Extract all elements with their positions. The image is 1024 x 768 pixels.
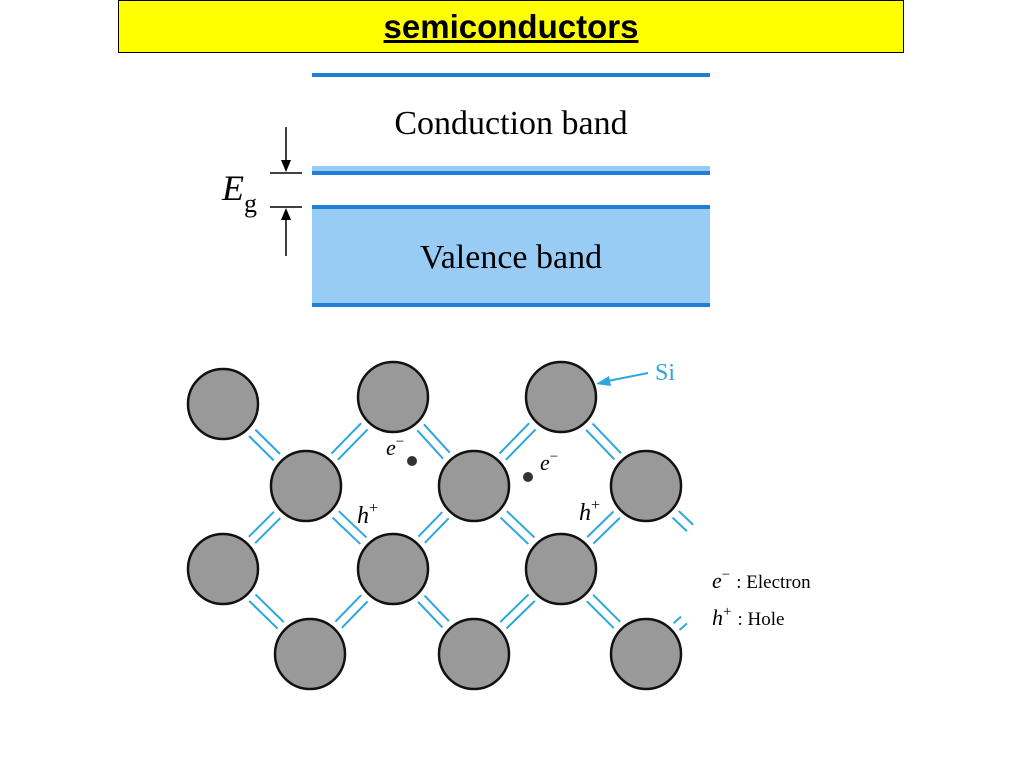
gap-arrow-up-head [281,208,291,220]
si-atom-3 [524,360,598,434]
bond-8-line-1 [424,517,450,544]
bond-4-line-2 [498,422,530,455]
title-box: semiconductors [118,0,904,53]
bond-5-line-2 [585,429,616,461]
bond-6-line-1 [254,517,281,544]
bond-3-line-2 [416,429,444,460]
legend-hole: h+: Hole [712,604,784,630]
bond-12-line-1 [341,600,369,629]
lattice-atoms [186,360,683,691]
si-atom-10 [273,617,347,691]
bond-1-line-2 [248,435,275,462]
bond-11-line-1 [254,593,285,623]
bond-2-line-2 [330,422,362,455]
edge-bond-1-line-2 [671,516,688,532]
electron-dot-1 [407,456,417,466]
gap-energy-label: Eg [221,168,257,218]
slide-title: semiconductors [383,7,639,45]
si-label: Si [655,360,675,386]
electron-dot-2 [523,472,533,482]
bond-4-line-1 [505,428,537,461]
conduction-band-label: Conduction band [394,105,627,142]
si-atom-6 [609,449,683,523]
electron-label-2: e− [540,449,558,475]
valence-band-label: Valence band [420,239,602,276]
lattice-bonds [248,422,694,631]
bond-2-line-1 [337,428,369,461]
bond-3-line-1 [423,423,451,454]
si-pointer-head [596,376,611,386]
si-atom-12 [609,617,683,691]
hole-label-2: h+ [579,497,600,526]
edge-bond-2-line-1 [672,615,682,625]
bond-6-line-2 [248,511,275,538]
bond-1-line-1 [254,428,281,455]
si-atom-7 [186,532,260,606]
bond-10-line-1 [592,517,621,545]
si-atom-4 [269,449,343,523]
si-atom-1 [186,367,260,441]
conduction-band-bottom-shade [312,166,710,173]
legend-electron: e−: Electron [712,567,811,593]
si-atom-11 [437,617,511,691]
band-diagram: Conduction band Valence band Eg [221,73,710,307]
bond-13-line-1 [423,594,450,622]
electron-label-1: e− [386,434,404,460]
bond-13-line-2 [417,601,444,629]
bond-5-line-1 [591,422,622,454]
bond-12-line-2 [334,594,362,623]
lattice-legend: e−: Electron h+: Hole [712,567,811,630]
bond-9-line-2 [499,516,529,545]
bond-10-line-2 [586,510,615,538]
bond-7-line-1 [338,510,368,539]
bond-11-line-2 [248,600,279,630]
si-pointer-line [607,372,649,382]
valence-band-fill [312,207,710,305]
bond-15-line-2 [586,600,615,629]
si-atom-2 [356,360,430,434]
bond-8-line-2 [417,511,443,538]
si-atom-5 [437,449,511,523]
gap-arrow-down-head [281,160,291,172]
edge-bond-2-line-2 [678,622,688,631]
bond-7-line-2 [331,516,361,545]
bond-9-line-1 [506,510,536,539]
bond-14-line-2 [499,593,530,623]
si-atom-8 [356,532,430,606]
hole-label-1: h+ [357,500,378,529]
si-atom-9 [524,532,598,606]
edge-bond-1-line-1 [678,510,694,526]
bond-14-line-1 [505,600,536,630]
bond-15-line-1 [592,594,621,623]
